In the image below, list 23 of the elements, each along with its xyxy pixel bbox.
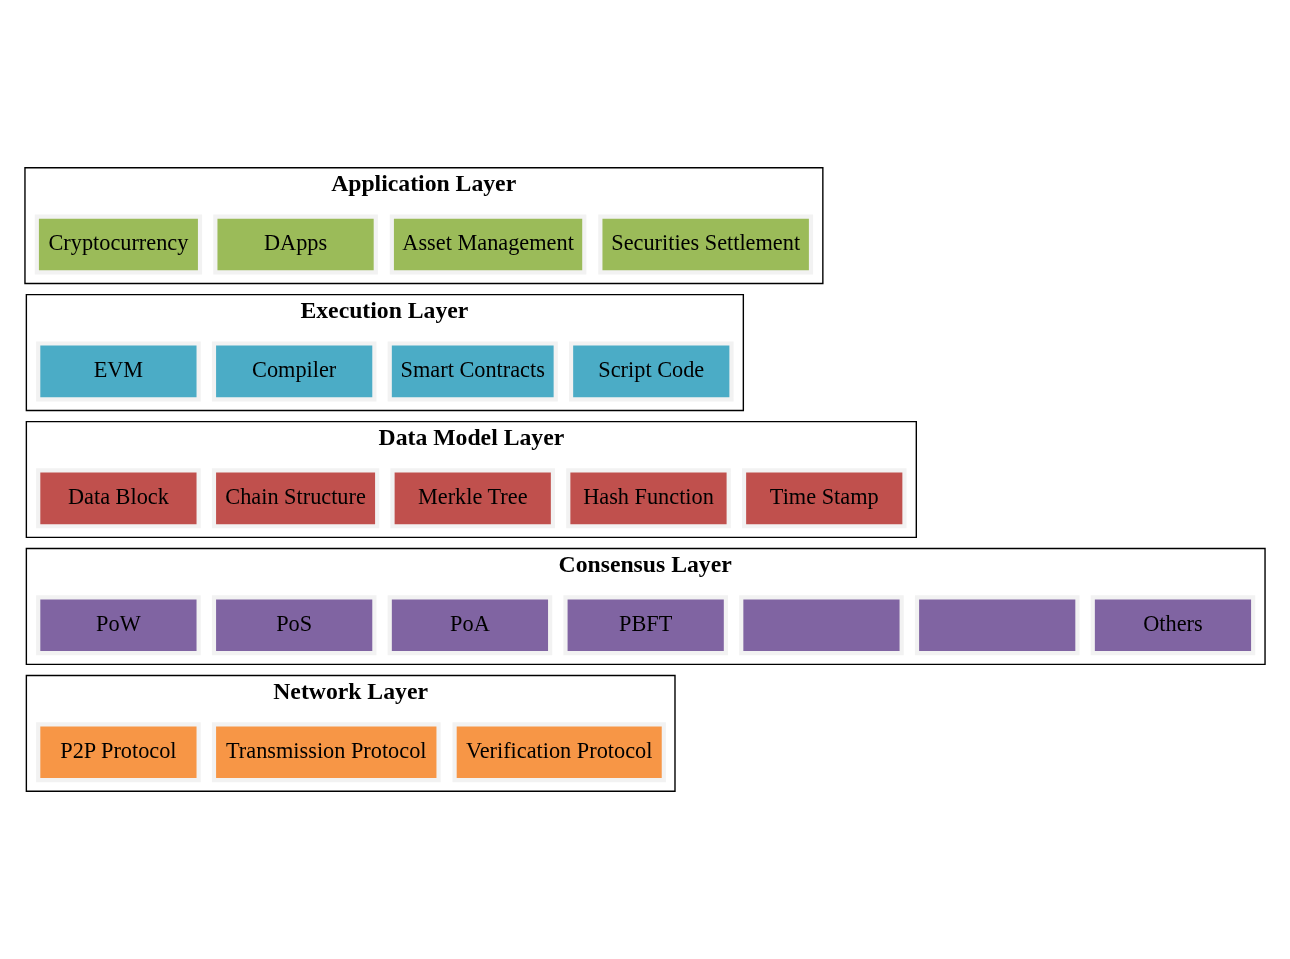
node-box: Compiler bbox=[211, 341, 377, 402]
node-box: Chain Structure bbox=[211, 468, 380, 529]
node-box: Cryptocurrency bbox=[34, 214, 203, 275]
node-box: PoS bbox=[211, 595, 377, 656]
node-box: Securities Settlement bbox=[598, 214, 814, 275]
node-box: Others bbox=[1090, 595, 1256, 656]
node-box: EVM bbox=[36, 341, 201, 402]
node-box: Smart Contracts bbox=[387, 341, 558, 402]
node-box: Verification Protocol bbox=[452, 722, 666, 783]
node-box: DApps bbox=[213, 214, 378, 275]
node-box bbox=[739, 595, 904, 656]
node-box: PoA bbox=[387, 595, 553, 656]
node-box: Hash Function bbox=[566, 468, 731, 529]
node-box: Asset Management bbox=[389, 214, 587, 275]
node-box: Script Code bbox=[569, 341, 734, 402]
node-box: Transmission Protocol bbox=[211, 722, 441, 783]
node-box: PBFT bbox=[563, 595, 728, 656]
node-box: Time Stamp bbox=[741, 468, 907, 529]
node-box bbox=[914, 595, 1080, 656]
node-box: P2P Protocol bbox=[36, 722, 201, 783]
node-box: Merkle Tree bbox=[390, 468, 556, 529]
node-box: PoW bbox=[36, 595, 201, 656]
node-box: Data Block bbox=[36, 468, 201, 529]
